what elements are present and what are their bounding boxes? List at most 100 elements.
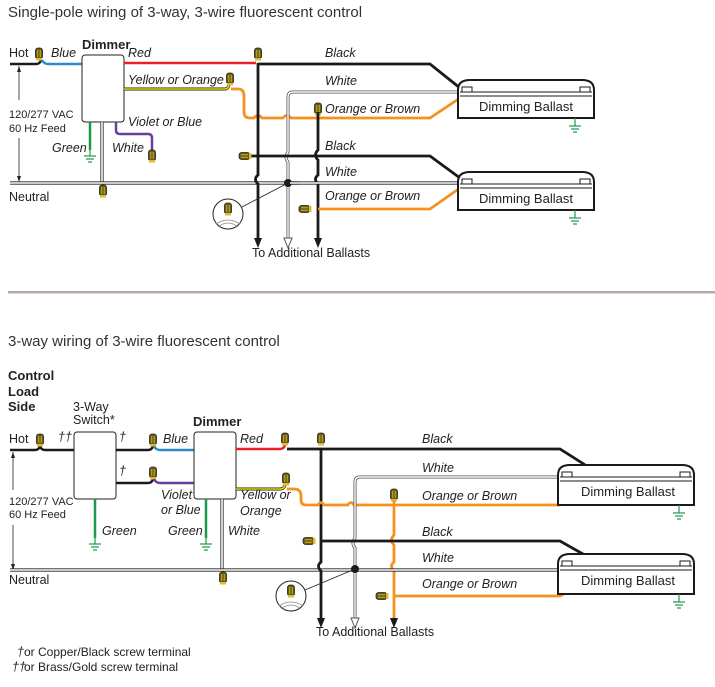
d2-wirenut-black-2 — [302, 537, 316, 545]
d2-white-label: White — [228, 524, 260, 538]
d2-red-label: Red — [240, 432, 264, 446]
d2-yellow-label-1: Yellow or — [240, 488, 292, 502]
d1-wirenut-violet — [148, 149, 156, 163]
d1-white-trunk — [285, 91, 460, 240]
d2-white-label-2: White — [422, 551, 454, 565]
d2-side-label-1: Control — [8, 368, 54, 383]
d2-neutral-label: Neutral — [9, 573, 49, 587]
section-divider — [8, 291, 715, 294]
footnote-1-symbol: † — [17, 645, 24, 659]
d2-splice-inset-wirenut — [287, 584, 295, 598]
d2-white-label-1: White — [422, 461, 454, 475]
d1-ballast-1-ground-icon — [568, 117, 582, 133]
d1-feed-arrowhead-top — [17, 66, 21, 72]
d2-blue-wire — [152, 445, 194, 452]
d2-additional-label: To Additional Ballasts — [316, 625, 434, 639]
d2-hot-label: Hot — [9, 432, 29, 446]
d1-feed-label-2: 60 Hz Feed — [9, 123, 66, 135]
d1-orange-wire-1 — [231, 87, 461, 120]
d1-neutral-label: Neutral — [9, 190, 49, 204]
d1-black-label-1: Black — [325, 46, 356, 60]
d2-black-wire-2 — [321, 539, 591, 560]
d1-feed-label-1: 120/277 VAC — [9, 109, 74, 121]
d2-violet-wire — [152, 478, 194, 485]
d1-black-trunk — [254, 63, 260, 240]
d2-orange-label-1: Orange or Brown — [422, 489, 517, 503]
d2-switch-label-2: Switch* — [73, 413, 115, 427]
d2-switch-box — [73, 431, 117, 500]
d2-orange-wire-1 — [287, 485, 591, 507]
d2-feed-label-1: 120/277 VAC — [9, 496, 74, 508]
d2-hot-wire — [10, 445, 74, 452]
d2-dimmer-label: Dimmer — [193, 414, 241, 429]
footnote-2-text: or Brass/Gold screw terminal — [24, 660, 178, 674]
d2-wirenut-orange-2 — [375, 592, 389, 600]
d1-hot-wire — [10, 59, 43, 66]
diagram2-title: 3-way wiring of 3-wire fluorescent contr… — [8, 333, 280, 350]
d2-side-label-3: Side — [8, 399, 35, 414]
d2-switch-traveler-2 — [116, 478, 155, 485]
d1-wirenut-black-2 — [238, 152, 252, 160]
d2-wirenut-blue — [149, 433, 157, 447]
d2-violet-label-2: or Blue — [161, 503, 201, 517]
d1-wirenut-orange-2 — [298, 205, 312, 213]
d1-white-label-2: White — [325, 165, 357, 179]
d1-black-wire-2 — [250, 154, 461, 180]
d1-wirenut-red — [254, 47, 262, 61]
d2-black-label-1: Black — [422, 432, 453, 446]
d1-white-label: White — [112, 141, 144, 155]
d2-yellow-label-2: Orange — [240, 504, 282, 518]
d1-wirenut-hot — [35, 47, 43, 61]
d1-ballast-2-label: Dimming Ballast — [479, 191, 573, 206]
d1-orange-label-2: Orange or Brown — [325, 189, 420, 203]
d2-ballast-1-ground-icon — [672, 504, 686, 520]
footnote-1-text: or Copper/Black screw terminal — [24, 645, 191, 659]
d1-orange-label-1: Orange or Brown — [325, 102, 420, 116]
d1-wirenut-neutral — [99, 184, 107, 198]
d2-white-trunk — [352, 476, 560, 620]
d2-wirenut-yellow — [282, 472, 290, 486]
d2-blue-label: Blue — [163, 432, 188, 446]
d1-orange-wire-2 — [318, 186, 461, 211]
d2-feed-arrowhead-top — [11, 452, 15, 458]
d2-ballast-2-ground-icon — [672, 593, 686, 609]
diagram1-title: Single-pole wiring of 3-way, 3-wire fluo… — [8, 4, 362, 21]
d2-dimmer-box — [193, 431, 237, 500]
d1-orange-trunk — [314, 112, 320, 240]
d2-side-label-2: Load — [8, 384, 39, 399]
d1-ballast-2: Dimming Ballast — [457, 171, 595, 225]
d2-switch-traveler-1 — [116, 445, 155, 452]
d1-splice-inset-wirenut — [224, 202, 232, 216]
d1-hot-label: Hot — [9, 46, 29, 60]
d2-dagger-bottom: † — [119, 464, 126, 478]
d2-feed-label-2: 60 Hz Feed — [9, 509, 66, 521]
d2-black-wire-1 — [287, 447, 591, 470]
d2-black-trunk — [317, 449, 323, 620]
d2-orange-trunk — [390, 500, 396, 620]
d2-black-label-2: Black — [422, 525, 453, 539]
d1-white-label-1: White — [325, 74, 357, 88]
d1-black-wire-1 — [258, 62, 461, 90]
d2-ballast-1-label: Dimming Ballast — [581, 484, 675, 499]
d2-ballast-2-label: Dimming Ballast — [581, 573, 675, 588]
d2-dimmer-green-label: Green — [168, 524, 203, 538]
d2-wirenut-black-junction — [317, 432, 325, 446]
d2-wirenut-violet — [149, 466, 157, 480]
d1-ballast-1: Dimming Ballast — [457, 79, 595, 133]
d2-ballast-2: Dimming Ballast — [557, 553, 695, 609]
d1-violet-wire — [114, 122, 154, 152]
d2-wirenut-orange-1 — [390, 488, 398, 502]
d1-blue-wire — [40, 59, 82, 66]
d1-dimmer-label: Dimmer — [82, 37, 130, 52]
d2-double-dagger-hot: †† — [58, 430, 72, 444]
d2-wirenut-red — [281, 432, 289, 446]
d1-green-label: Green — [52, 141, 87, 155]
d2-switch-ground-icon — [88, 535, 102, 551]
d1-violet-label: Violet or Blue — [128, 115, 202, 129]
d2-dagger-top: † — [119, 430, 126, 444]
d1-blue-label: Blue — [51, 46, 76, 60]
d2-orange-label-2: Orange or Brown — [422, 577, 517, 591]
d1-yellow-label: Yellow or Orange — [128, 73, 224, 87]
d2-feed-arrowhead-bottom — [11, 564, 15, 570]
